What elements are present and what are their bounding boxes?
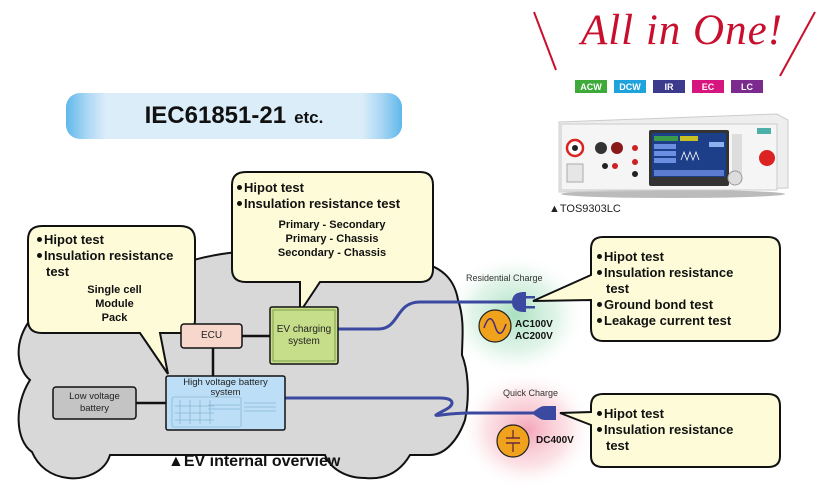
residential-voltages: AC100V AC200V [515,319,553,343]
dc-capacitor-icon [496,424,530,458]
residential-charge-callout: Hipot test Insulation resistance test Gr… [597,249,777,329]
ev-charging-label: EV charging system [270,324,338,348]
quick-cable [285,396,545,417]
callout-item: Insulation resistance [604,265,734,280]
residential-charge-label: Residential Charge [466,273,543,283]
lv-battery-box [52,386,137,420]
ecu-label: ECU [200,330,223,341]
residential-cable [338,300,525,331]
residential-glow [443,253,587,377]
bullet-icon [237,201,242,206]
quick-voltage: DC400V [536,435,574,446]
tagline-left-slash [533,11,557,71]
bullet-icon [597,270,602,275]
battery-callout-bubble [27,225,196,375]
mode-tag-ir: IR [653,80,685,93]
callout-subitem: Primary - Chassis [285,233,379,245]
quick-charge-callout: Hipot test Insulation resistance test [597,406,777,454]
tagline: All in One! [580,7,784,54]
callout-item-continued: test [46,264,70,279]
ev-charging-label-line: EV charging [276,324,332,335]
product-caption: ▲TOS9303LC [549,203,621,215]
charging-system-callout: Hipot test Insulation resistance test Pr… [237,180,427,260]
ac-sine-icon [478,309,512,343]
lv-battery-label-line: battery [79,403,110,414]
mode-tag-lc: LC [731,80,763,93]
standard-suffix: etc. [294,108,324,127]
callout-item-continued: test [606,438,630,453]
callout-subitem: Single cell [87,284,142,296]
callout-item: Hipot test [604,249,664,264]
battery-callout: Hipot test Insulation resistance test Si… [37,232,192,325]
tagline-right-slash [779,11,816,77]
bullet-icon [237,185,242,190]
bullet-icon [597,427,602,432]
bullet-icon [597,302,602,307]
voltage-value: AC100V [515,319,553,330]
bullet-icon [597,318,602,323]
hv-battery-label: High voltage battery system [166,378,285,398]
ev-charging-box [269,306,339,365]
mode-tag-dcw: DCW [614,80,646,93]
bullet-icon [37,237,42,242]
hv-battery-label-line: High voltage battery [183,377,268,388]
tester-product-image [558,113,789,198]
callout-item: Hipot test [44,232,104,247]
standard-banner: IEC61851-21 etc. [66,93,402,139]
quick-plug-icon [528,406,556,420]
quick-callout-bubble [559,393,781,468]
callout-item: Hipot test [604,406,664,421]
callout-item: Insulation resistance [44,248,174,263]
battery-cells-icon [171,396,276,428]
callout-subitem: Secondary - Chassis [277,247,387,259]
lv-battery-label: Low voltage battery [53,391,136,415]
callout-subitem: Module [95,298,134,310]
callout-subitem: Primary - Secondary [278,219,386,231]
bullet-icon [37,253,42,258]
callout-item-continued: test [606,281,630,296]
hv-battery-box [165,375,286,431]
callout-item: Insulation resistance [604,422,734,437]
bullet-icon [597,254,602,259]
callout-item: Leakage current test [604,313,732,328]
hv-battery-label-line: system [210,387,241,398]
residential-callout-bubble [532,236,781,342]
ecu-box [180,323,243,349]
callout-item: Ground bond test [604,297,714,312]
standard-name: IEC61851-21 [144,102,287,129]
bullet-icon [597,411,602,416]
quick-charge-label: Quick Charge [503,388,559,398]
callout-item: Insulation resistance test [244,196,401,211]
ev-charging-label-line: system [288,336,320,347]
callout-item: Hipot test [244,180,304,195]
voltage-value: AC200V [515,331,553,342]
lv-battery-label-line: Low voltage [69,391,120,402]
test-mode-tags: ACW DCW IR EC LC [575,80,763,93]
mode-tag-acw: ACW [575,80,607,93]
mode-tag-ec: EC [692,80,724,93]
quick-glow [459,370,595,489]
overview-caption: ▲EV internal overview [168,453,341,470]
charging-callout-bubble [231,171,434,316]
callout-subitem: Pack [101,312,128,324]
residential-plug-icon [512,292,535,312]
